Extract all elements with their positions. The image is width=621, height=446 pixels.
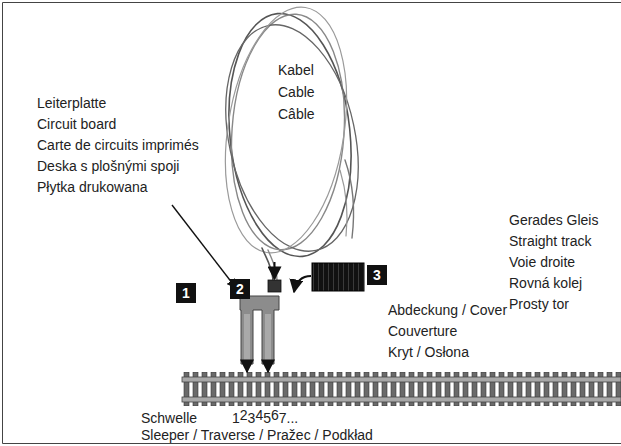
frame-part [3,3,621,444]
part-name: Leiterplatte [37,95,106,111]
sleeper-digit: . [290,410,294,426]
part-name: Deska s plošnými spoji [37,158,179,174]
part-name: Couverture [388,323,457,339]
part-name: Voie droite [509,254,575,270]
part-name: Carte de circuits imprimés [37,137,199,153]
cable-coil-part [209,0,362,262]
sleeper-numbers: 1234567... [232,410,298,426]
sleeper-digit: . [294,410,298,426]
part-name: Gerades Gleis [509,212,598,228]
leader-line [172,205,236,288]
sleeper-digit: 6 [271,407,279,423]
circuit-board-part [244,314,250,360]
part-name: Płytka drukowana [37,179,148,195]
sleeper-digit: . [287,410,291,426]
circuit-board-part [265,314,271,360]
part-name: Rovná kolej [509,275,582,291]
part-name: Straight track [509,233,591,249]
cable-coil-part [218,7,363,262]
straight-track-part [182,372,621,406]
insert-arrows-part [246,364,248,372]
part-name: Abdeckung / Cover [388,302,507,318]
leader-line-part [172,205,236,288]
straight-track [182,372,621,406]
insert-arrows-part [267,364,269,372]
cable-coil-part [262,248,273,280]
cover-part [312,263,364,291]
part-name: Kabel [278,62,314,78]
part-name: Câble [278,106,315,122]
straight-track-part [182,377,621,382]
insert-arrows [247,262,275,372]
callout-number: 2 [230,279,250,299]
cable-coil-part [206,12,377,263]
sleeper-digit: 2 [240,407,248,423]
insert-arrows-part [274,262,276,279]
part-name: Schwelle [141,410,197,426]
cable-coil [206,0,377,280]
sleeper-digit: 5 [263,410,271,426]
cable-coil-part [224,10,352,253]
part-name: Kryt / Osłona [388,344,469,360]
cover-part [294,276,311,292]
sleeper-digit: 7 [279,410,287,426]
cable-coil-part [340,170,347,236]
cable-coil-part [268,250,277,280]
sleeper-digit: 4 [255,407,263,423]
part-name: Circuit board [37,116,116,132]
circuit-board-part [240,296,279,364]
straight-track-part [182,397,621,402]
sleeper-digit: 3 [248,410,256,426]
frame [3,3,621,444]
part-name: Cable [278,84,315,100]
sleeper-digit: 1 [232,410,240,426]
cover [294,263,364,292]
part-name: Sleeper / Traverse / Pražec / Podkład [141,427,373,443]
circuit-board-part [268,280,281,292]
callout-number: 3 [367,265,387,285]
part-name: Prosty tor [509,296,569,312]
callout-number: 1 [176,283,196,303]
